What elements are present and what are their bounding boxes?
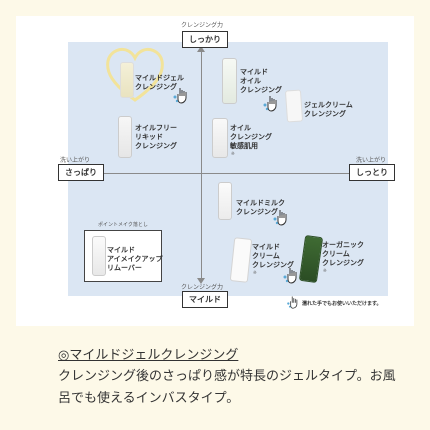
product-label-mild-milk: マイルドミルク クレンジング (236, 199, 285, 216)
product-label-organic-cream: オーガニック クリーム クレンジング (322, 241, 364, 267)
arrow-up-icon (197, 46, 205, 52)
oil-sensitive-bottle-icon (212, 118, 228, 158)
left-axis-caption: 洗い上がり (60, 157, 91, 164)
mild-oil-bottle-icon (222, 58, 237, 104)
right-axis-caption: 洗い上がり (356, 157, 387, 164)
gel-cream-tube-icon (284, 89, 304, 123)
top-axis-caption: クレンジング力 (181, 22, 224, 29)
product-label-mild-cream: マイルド クリーム クレンジング (252, 243, 294, 269)
product-note-mild-cream: ※ (253, 271, 257, 276)
hand-icon (173, 88, 187, 104)
heart-highlight-icon (106, 47, 164, 102)
arrow-down-icon (197, 278, 205, 284)
wet-hands-note: 濡れた手でもお使いいただけます。 (302, 301, 382, 307)
right-axis-label: しっとり (349, 164, 395, 181)
hand-icon (273, 210, 287, 226)
product-note-organic-cream: ※ (323, 269, 327, 274)
vertical-axis (201, 50, 202, 280)
bottom-axis-caption: クレンジング力 (181, 284, 224, 291)
product-label-oil-free: オイルフリー リキッド クレンジング (135, 124, 177, 150)
product-label-mild-gel: マイルドジェル クレンジング (135, 74, 184, 91)
hand-icon (287, 296, 298, 309)
eye-remover-bottle-icon (92, 236, 106, 276)
hand-icon (283, 268, 297, 284)
point-makeup-tag: ポイントメイク落とし (98, 222, 148, 228)
hand-icon (263, 96, 277, 112)
product-note-oil-sensitive: ※ (231, 152, 235, 157)
product-label-eye-remover: マイルド アイメイクアップ リムーバー (107, 246, 163, 272)
product-label-gel-cream: ジェルクリーム クレンジング (304, 101, 353, 118)
horizontal-axis (76, 173, 382, 174)
mild-milk-bottle-icon (218, 182, 232, 220)
product-label-oil-sensitive: オイル クレンジング 敏感肌用 (230, 124, 272, 150)
product-label-mild-oil: マイルド オイル クレンジング (240, 68, 282, 94)
section-description: クレンジング後のさっぱり感が特長のジェルタイプ。お風呂でも使えるインバスタイプ。 (58, 369, 396, 406)
section-title: ◎マイルドジェルクレンジング (58, 348, 239, 363)
bottom-axis-label: マイルド (182, 291, 228, 308)
left-axis-label: さっぱり (58, 164, 104, 181)
mild-gel-bottle-icon (120, 62, 134, 98)
oil-free-bottle-icon (118, 116, 132, 158)
top-axis-label: しっかり (182, 31, 228, 48)
